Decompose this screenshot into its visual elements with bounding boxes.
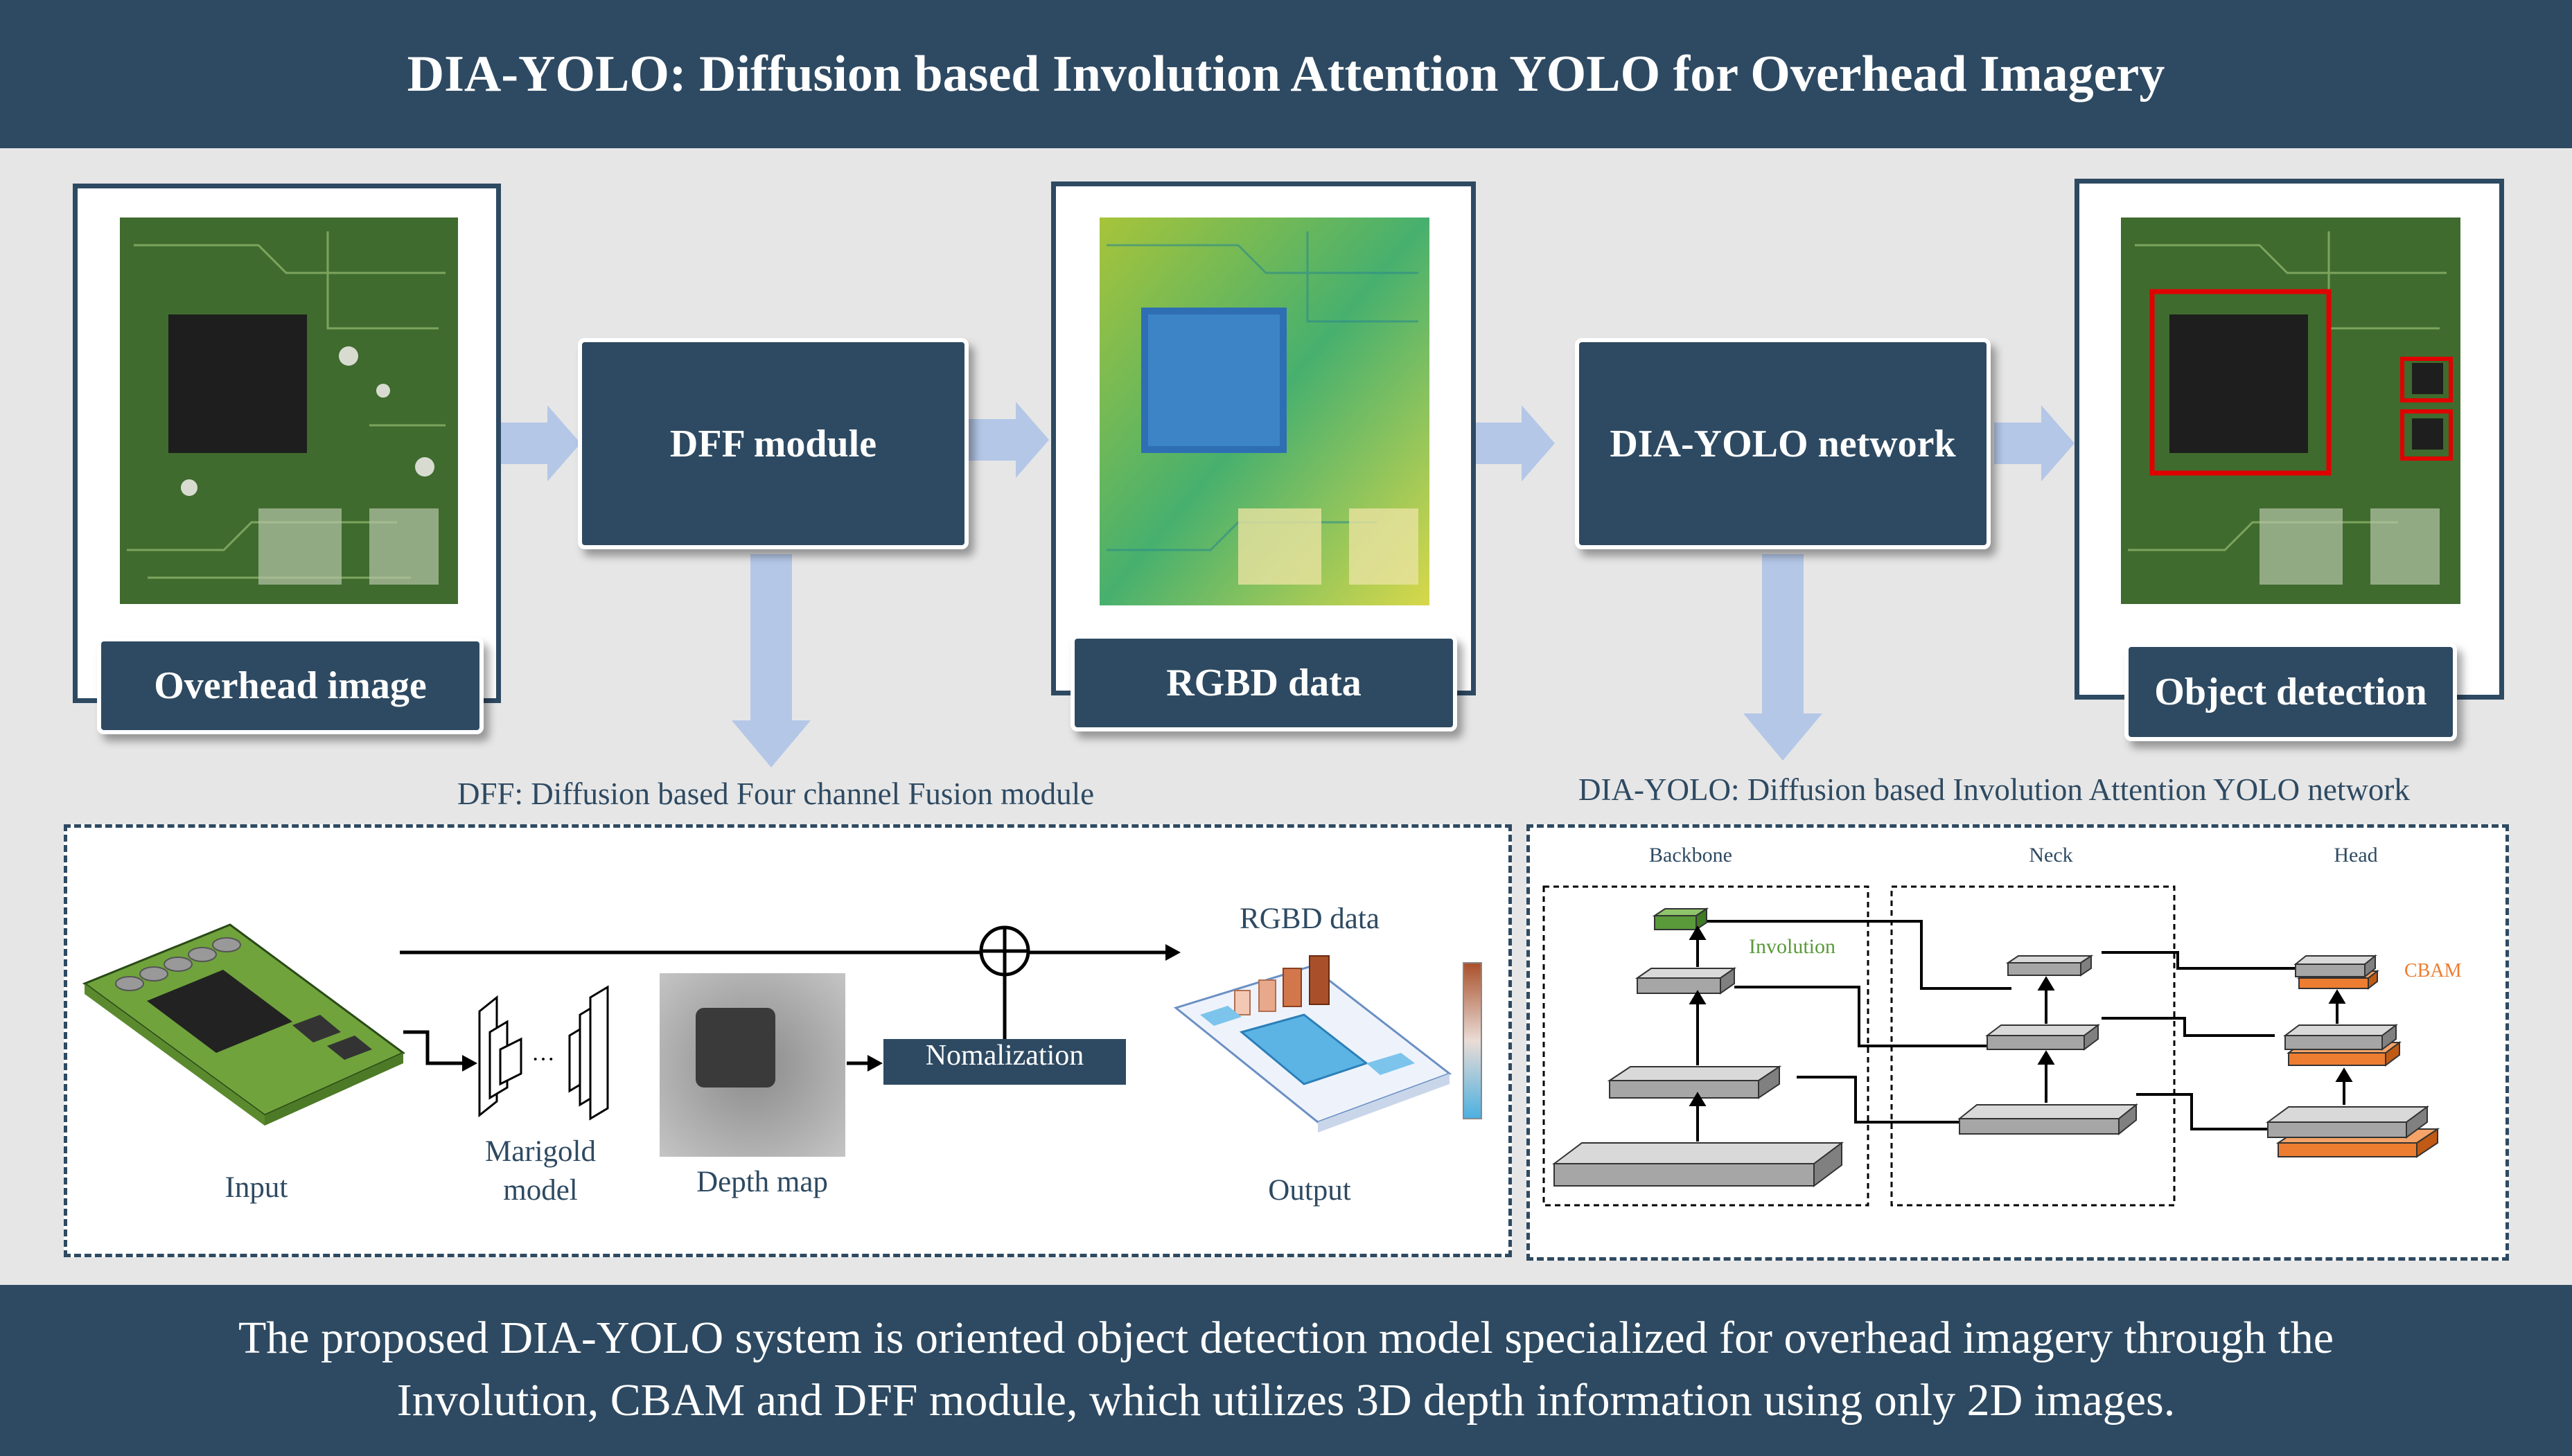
overhead-label: Overhead image [97,637,484,734]
dia-yolo-caption: DIA-YOLO: Diffusion based Involution Att… [1578,772,2410,807]
head-label: Head [2334,844,2378,867]
detection-bbox-small-2 [2400,409,2453,461]
neck-label: Neck [2029,844,2073,867]
normalization-box [883,1039,1126,1085]
marigold-label-line2: model [503,1174,578,1207]
rgbd-diagram-label: RGBD data [1240,903,1380,935]
cbam-label: CBAM [2404,960,2462,982]
head-layers [2265,954,2440,1158]
marigold-label-line1: Marigold [484,1135,597,1168]
depth-map-label: Depth map [696,1166,828,1198]
arrow-right-3 [1474,405,1555,481]
pipeline-arrows [500,402,2075,767]
arrow-down-1 [732,554,811,767]
involution-label: Involution [1749,935,1835,958]
input-label: Input [224,1171,288,1204]
footer-line-2: Involution, CBAM and DFF module, which u… [396,1375,2176,1426]
dff-module-box: DFF module [578,338,969,549]
arrow-right-1 [500,405,581,481]
dff-caption: DFF: Diffusion based Four channel Fusion… [457,776,1095,811]
marigold-model-icon [478,985,609,1121]
normalization-label: Nomalization [925,1040,1084,1072]
arrow-down-2 [1743,554,1822,761]
rgbd-image [1100,217,1429,605]
backbone-region [1542,885,1869,1207]
output-label: Output [1268,1174,1351,1207]
footer-line-1: The proposed DIA-YOLO system is oriented… [238,1313,2334,1363]
network-diagram [1542,885,2440,1207]
arrow-right-2 [969,402,1049,478]
svg-text:···: ··· [531,1047,555,1072]
detection-bbox-small-1 [2400,357,2453,402]
dia-yolo-network-box: DIA-YOLO network [1575,338,1991,549]
backbone-layers [1552,907,1844,1187]
detection-image [2121,217,2460,604]
neck-layers [1957,955,2138,1136]
backbone-label: Backbone [1649,844,1732,867]
dff-diagram: ··· [82,923,1482,1157]
input-pcb-icon [82,923,405,1126]
rgbd-label: RGBD data [1071,634,1457,731]
detection-bbox-large [2149,289,2332,476]
arrow-right-4 [1994,405,2075,481]
depth-colorbar [1463,962,1482,1119]
footer-description: The proposed DIA-YOLO system is oriented… [0,1285,2572,1456]
detection-label: Object detection [2124,643,2457,741]
overhead-image [120,217,458,604]
page-title: DIA-YOLO: Diffusion based Involution Att… [0,0,2572,148]
output-rgbd-icon [1173,955,1452,1133]
